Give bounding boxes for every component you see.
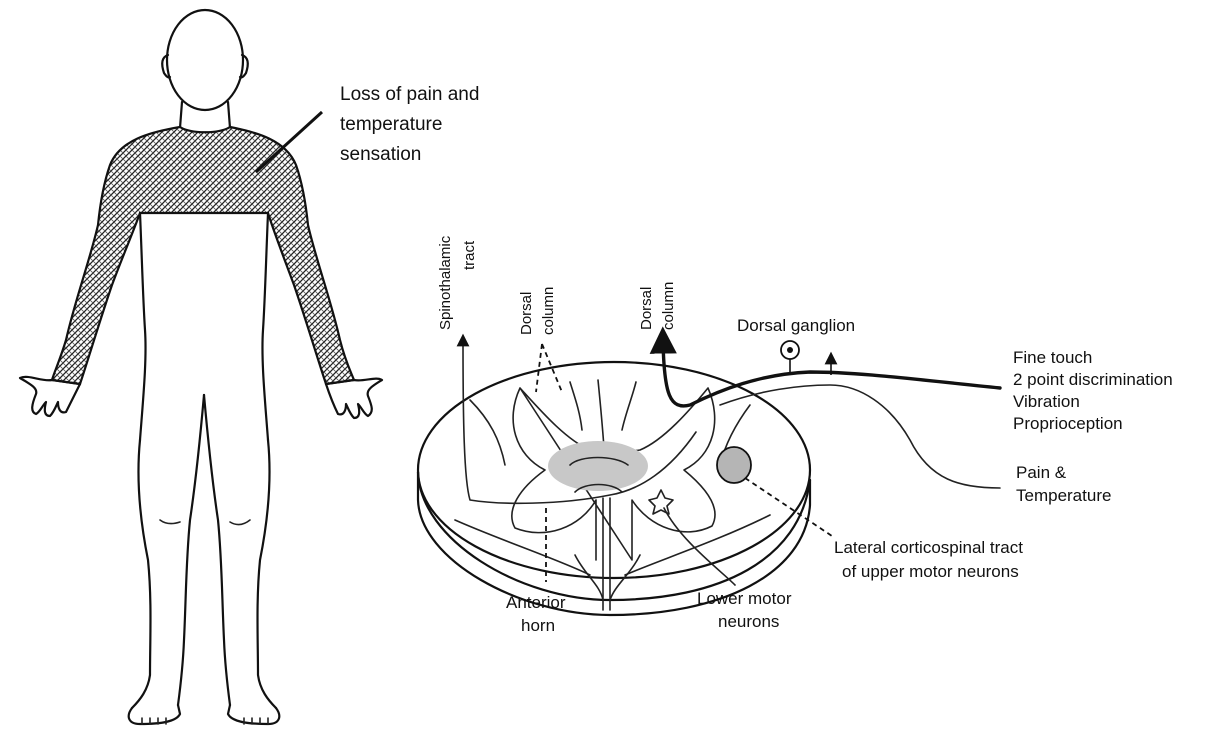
spinal-cord-cross-section [418,362,810,615]
sensation-modalities-label: Fine touch 2 point discrimination Vibrat… [1013,348,1177,433]
loss-label: Loss of pain and temperature sensation [340,84,485,165]
affected-dermatome-region [52,127,354,384]
svg-text:Dorsal: Dorsal [638,287,655,330]
right-hand [326,379,382,418]
svg-text:column: column [660,282,677,330]
lower-motor-neurons-label: Lower motor neurons [697,589,796,631]
lower-motor-neuron [649,490,673,514]
central-gray-commissure [548,441,648,491]
svg-text:Spinothalamic: Spinothalamic [437,235,454,330]
svg-text:Dorsal: Dorsal [518,292,535,335]
lateral-cst-label: Lateral corticospinal tract of upper mot… [834,538,1028,581]
spinothalamic-label: Spinothalamic tract [437,235,478,330]
figure-head [167,10,243,110]
left-hand [20,377,80,416]
dorsal-column-left-label: Dorsal column [518,287,557,335]
svg-text:column: column [540,287,557,335]
dorsal-ganglion-label: Dorsal ganglion [737,316,855,335]
dorsal-column-right-label: Dorsal column [638,282,677,330]
pain-temperature-label: Pain & Temperature [1016,463,1111,505]
lateral-cst-dashed-pointer [745,478,832,536]
human-body-figure [20,10,382,724]
svg-text:tract: tract [461,240,478,270]
anterior-horn-label: Anterior horn [506,593,570,635]
